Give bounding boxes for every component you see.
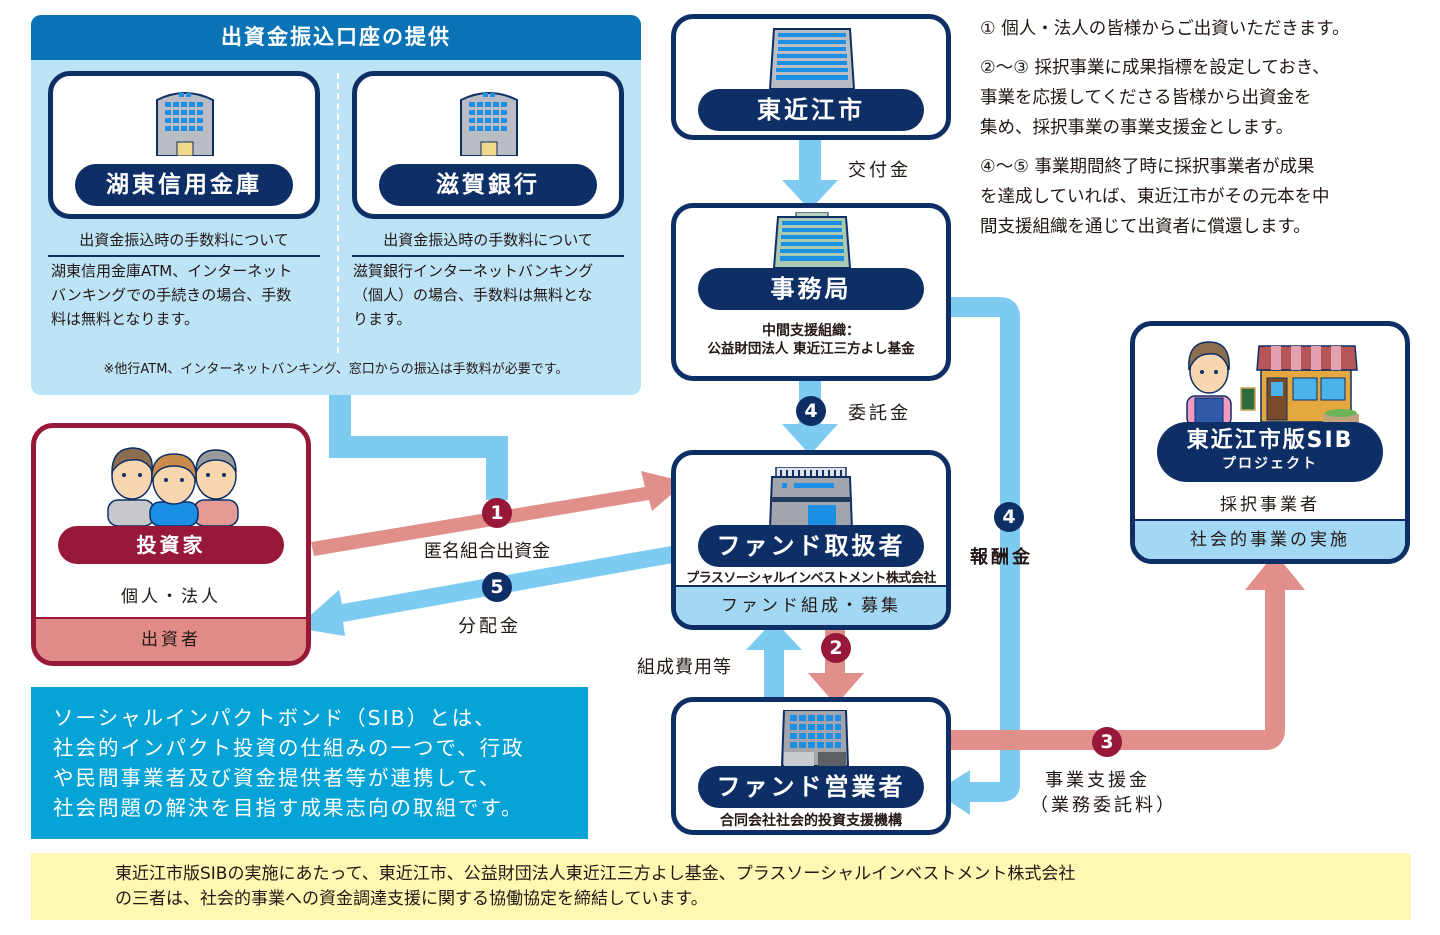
investor-label: 投資家	[58, 526, 284, 564]
fund-handler-building-icon	[768, 467, 854, 529]
fee-line: 滋賀銀行インターネットバンキング	[353, 262, 594, 280]
sib-definition-line: 社会問題の解決を目指す成果志向の取組です。	[53, 796, 524, 820]
city-hall-building-icon	[768, 28, 856, 89]
project-role: 社会的事業の実施	[1135, 519, 1405, 559]
support-label: 事業支援金	[1045, 770, 1150, 791]
explanation-step-2-3: ②〜③ 採択事業に成果指標を設定しておき、 事業を応援してくださる皆様から出資金…	[980, 53, 1420, 143]
fee-label: 報酬金	[970, 547, 1033, 568]
fund-handler-label: ファンド取扱者	[698, 525, 924, 567]
grant-arrow-shaft	[799, 140, 821, 182]
fee-line: （個人）の場合、手数料は無料とな	[353, 286, 593, 304]
sib-definition-line: や民間事業者及び資金提供者等が連携して、	[53, 766, 502, 790]
sib-definition-line: 社会的インパクト投資の仕組みの一つで、行政	[53, 736, 525, 760]
bank-name-shiga: 滋賀銀行	[379, 164, 597, 206]
investment-label: 匿名組合出資金	[424, 541, 550, 562]
project-label-line1: 東近江市版SIB	[1186, 428, 1354, 453]
bank-building-icon	[460, 92, 518, 156]
fee-line: 料は無料となります。	[51, 310, 200, 328]
entrust-arrow-head	[782, 424, 838, 455]
bank-name-koto: 湖東信用金庫	[75, 164, 293, 206]
investment-step-badge: 1	[482, 498, 512, 528]
node-city: 東近江市	[671, 14, 951, 140]
explanation-step-4-5: ④〜⑤ 事業期間終了時に採択事業者が成果 を達成していれば、東近江市がその元本を…	[980, 152, 1420, 242]
explanation-line: ②〜③ 採択事業に成果指標を設定しておき、	[980, 58, 1330, 78]
agreement-note: 東近江市版SIBの実施にあたって、東近江市、公益財団法人東近江三方よし基金、プラ…	[31, 853, 1411, 920]
dividend-step-badge: 5	[482, 572, 512, 602]
sib-definition-box: ソーシャルインパクトボンド（SIB）とは、 社会的インパクト投資の仕組みの一つで…	[31, 687, 588, 839]
office-label: 事務局	[698, 268, 924, 310]
agreement-line: の三者は、社会的事業への資金調達支援に関する協働協定を締結しています。	[115, 889, 708, 909]
explanation-line: を達成していれば、東近江市がその元本を中	[980, 187, 1330, 207]
formation-cost-arrow-head	[746, 620, 802, 650]
formation-cost-label: 組成費用等	[637, 657, 732, 678]
bank-card-shiga: 滋賀銀行	[352, 71, 624, 219]
bank-account-panel: 出資金振込口座の提供 湖東信用金庫 出資金振込時の手数料について 湖東信用金庫A…	[31, 15, 641, 395]
node-office: 事務局 中間支援組織： 公益財団法人 東近江三方よし基金	[671, 203, 951, 381]
explanation-step-1: ① 個人・法人の皆様からご出資いただきます。	[980, 19, 1350, 39]
bank-card-koto: 湖東信用金庫	[48, 71, 320, 219]
fee-title-shiga: 出資金振込時の手数料について	[352, 229, 624, 257]
fund-handler-company: プラスソーシャルインベストメント株式会社	[686, 571, 936, 586]
entrust-label: 委託金	[848, 403, 911, 424]
explanation-line: 事業を応援してくださる皆様から出資金を	[980, 88, 1312, 108]
agreement-line: 東近江市版SIBの実施にあたって、東近江市、公益財団法人東近江三方よし基金、プラ…	[115, 864, 1076, 884]
bank-divider	[337, 73, 339, 353]
bank-building-icon	[156, 92, 214, 156]
sib-definition-line: ソーシャルインパクトボンド（SIB）とは、	[53, 706, 497, 730]
bank-account-connector	[329, 395, 508, 500]
bank-fee-note: ※他行ATM、インターネットバンキング、窓口からの振込は手数料が必要です。	[103, 362, 569, 377]
explanation-line: ④〜⑤ 事業期間終了時に採択事業者が成果	[980, 157, 1315, 177]
grant-arrow-head	[782, 180, 838, 210]
entrust-step-badge: 4	[796, 396, 826, 426]
fee-step-badge: 4	[994, 502, 1024, 532]
fee-body-koto: 湖東信用金庫ATM、インターネット バンキングでの手続きの場合、手数 料は無料と…	[51, 259, 323, 331]
support-step-badge: 3	[1092, 727, 1122, 757]
explanation-line: 集め、採択事業の事業支援金とします。	[980, 118, 1294, 138]
grant-label: 交付金	[848, 160, 911, 181]
dividend-label: 分配金	[458, 616, 521, 637]
investor-role: 出資者	[36, 617, 306, 661]
explanation-line: 間支援組織を通じて出資者に償還します。	[980, 217, 1311, 237]
support-sublabel: （業務委託料）	[1030, 795, 1177, 816]
project-label-line2: プロジェクト	[1222, 456, 1318, 472]
operator-arrow-head	[808, 673, 864, 705]
bank-panel-title: 出資金振込口座の提供	[31, 15, 641, 60]
support-arrow-head	[1245, 553, 1305, 590]
fee-arrow-path	[951, 297, 1020, 802]
city-label: 東近江市	[698, 89, 924, 131]
fee-arrow-head	[935, 770, 970, 815]
fee-line: ります。	[353, 310, 412, 328]
fee-line: 湖東信用金庫ATM、インターネット	[51, 262, 293, 280]
fund-handler-role: ファンド組成・募集	[676, 585, 946, 625]
operator-step-badge: 2	[821, 633, 851, 663]
investors-people-icon	[107, 447, 239, 526]
project-sub: 採択事業者	[1220, 495, 1320, 515]
project-label: 東近江市版SIB プロジェクト	[1157, 422, 1383, 482]
fund-operator-building-icon	[780, 710, 850, 766]
node-fund-operator: ファンド営業者 合同会社社会的投資支援機構	[671, 697, 951, 835]
office-org-type: 中間支援組織：	[762, 323, 860, 339]
fee-line: バンキングでの手続きの場合、手数	[51, 286, 292, 304]
scheme-explanation: ① 個人・法人の皆様からご出資いただきます。 ②〜③ 採択事業に成果指標を設定し…	[980, 14, 1420, 251]
node-fund-handler: ファンド取扱者 プラスソーシャルインベストメント株式会社 ファンド組成・募集	[671, 450, 951, 630]
fund-operator-label: ファンド営業者	[698, 766, 924, 808]
fee-title-koto: 出資金振込時の手数料について	[48, 229, 320, 257]
formation-cost-arrow-shaft	[764, 645, 784, 697]
office-building-icon	[772, 212, 852, 268]
fee-body-shiga: 滋賀銀行インターネットバンキング （個人）の場合、手数料は無料とな ります。	[353, 259, 625, 331]
node-investor: 投資家 個人・法人 出資者	[31, 423, 311, 666]
node-project: 東近江市版SIB プロジェクト 採択事業者 社会的事業の実施	[1130, 321, 1410, 564]
shop-owner-icon	[1186, 341, 1359, 426]
office-org-name: 公益財団法人 東近江三方よし基金	[707, 341, 915, 357]
fund-operator-company: 合同会社社会的投資支援機構	[720, 813, 902, 829]
investor-type: 個人・法人	[121, 587, 221, 607]
support-arrow-path	[951, 585, 1285, 750]
